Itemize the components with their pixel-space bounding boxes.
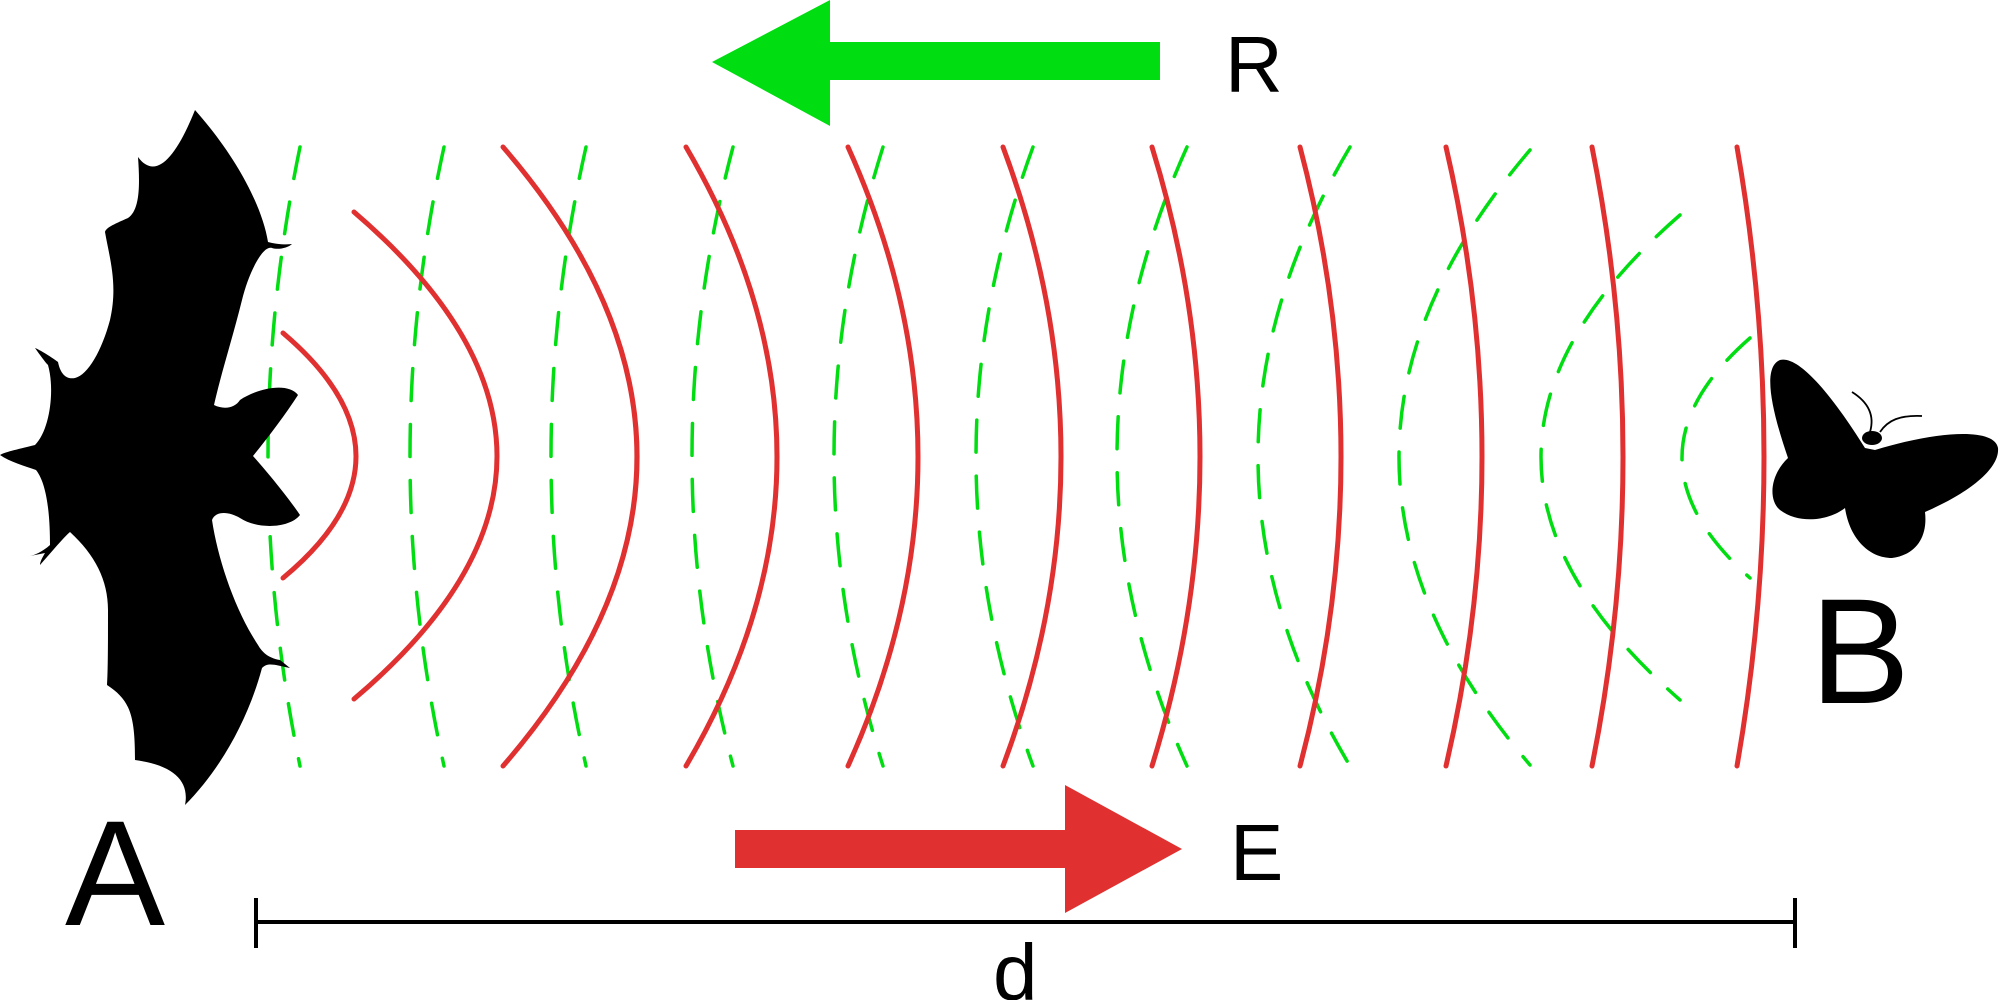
returned-wavefront [832,145,885,768]
returned-wavefront [1256,145,1352,768]
bat-icon [0,110,300,805]
return-arrow-label: R [1225,20,1283,109]
emitted-arrow [735,785,1182,913]
emitted-wavefront [280,330,359,581]
emitted-wavefront [683,144,780,769]
emitted-arrow-label: E [1230,808,1283,897]
returned-wavefront [974,145,1035,768]
emitted-wavefront [1443,144,1485,769]
returned-wavefront [690,145,735,768]
returned-wavefront [1539,213,1682,702]
emitted-wavefront [845,144,921,769]
emitted-wavefront [1734,144,1767,769]
emitted-wavefront [500,144,640,769]
returned-wavefront [1680,336,1752,580]
target-label: B [1810,567,1910,735]
returned-wavefront [408,145,446,768]
return-arrow [712,0,1160,126]
moth-icon [1770,359,1999,558]
distance-measure [254,898,1797,948]
emitted-wavefront [1297,144,1344,769]
emitted-wavefront [1149,144,1203,769]
emitted-wavefront [351,209,500,702]
emitted-wavefront [1000,144,1064,769]
emitted-wavefront [1589,144,1626,769]
source-label: A [65,789,165,957]
returned-wavefront [266,145,302,768]
distance-label: d [993,928,1038,1000]
returned-echo-waves [266,145,1752,768]
emitted-pulse-waves [280,144,1767,769]
